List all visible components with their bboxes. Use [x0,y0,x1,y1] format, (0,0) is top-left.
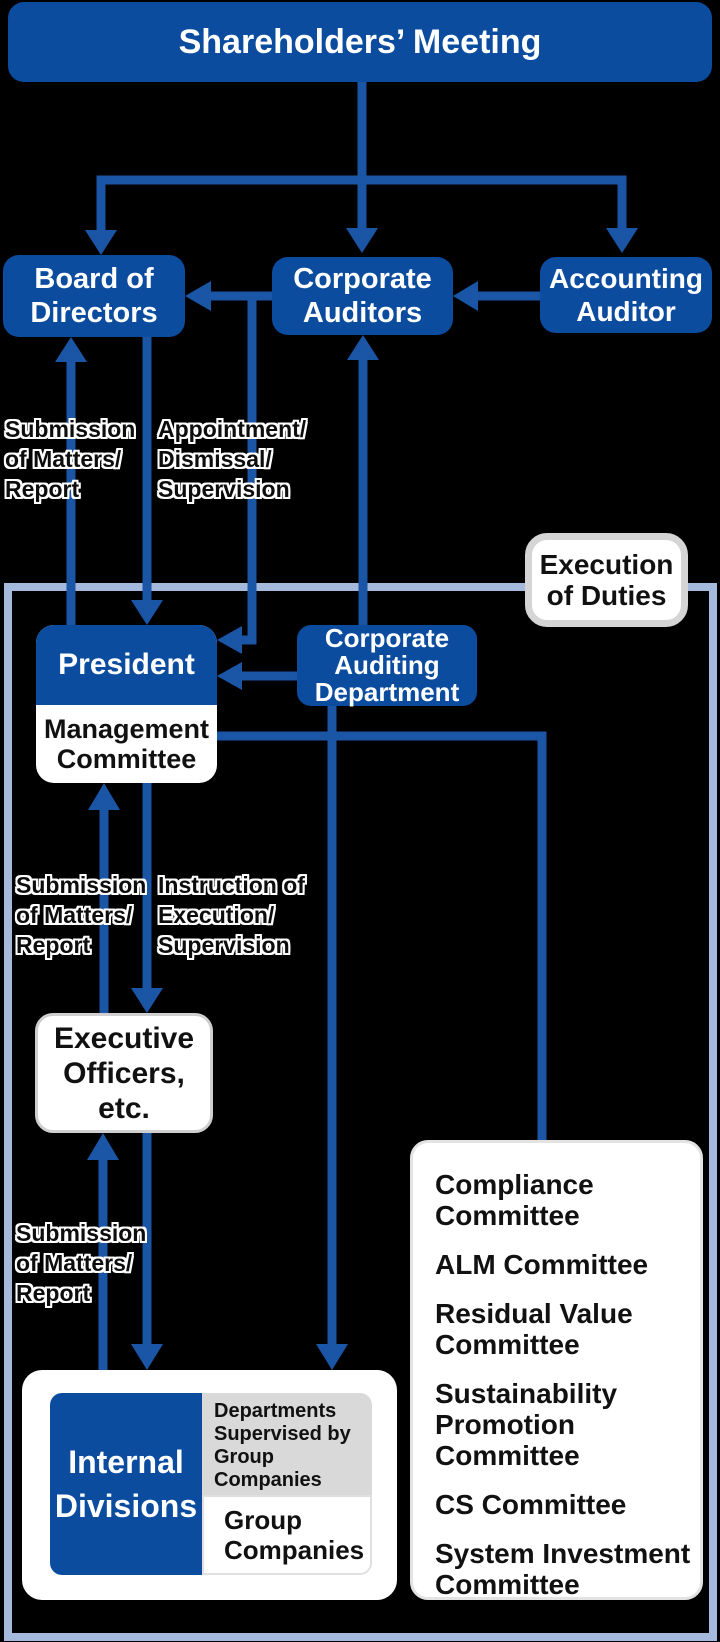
label-line: Submission [5,416,136,442]
arrowhead-down-into-divisions-left [131,1344,163,1370]
departments-supervised-box: Departments Supervised by Group Companie… [202,1393,372,1495]
arrowhead-into-accounting-auditor-top [606,228,638,253]
internal-divisions-line1: Internal [68,1444,184,1480]
board-label-line2: Directors [30,297,158,329]
committee-item: Compliance Committee [435,1169,594,1231]
corporate-auditors-box: Corporate Auditors [272,257,453,335]
label-line: Dismissal/ [158,446,272,472]
label-line: Supervision [158,476,290,502]
management-committee-line1: Management [43,714,210,744]
group-companies-line2: Companies [224,1535,365,1565]
accounting-auditor-line2: Auditor [576,296,676,327]
label-submission-of-matters-2: Submission of Matters/ Report [16,870,146,960]
management-committee-line2: Committee [56,744,197,774]
board-of-directors-box: Board of Directors [3,255,185,337]
departments-supervised-line2: Supervised by [214,1423,351,1445]
departments-supervised-line4: Companies [214,1469,322,1491]
president-section: President [36,625,217,705]
arrowhead-down-into-divisions-right [316,1344,348,1370]
committee-item: ALM Committee [435,1249,649,1280]
execution-of-duties-line2: of Duties [546,580,667,611]
label-line: Report [16,1280,91,1306]
executive-officers-box: Executive Officers, etc. [35,1013,213,1133]
label-line: Report [5,476,80,502]
execution-of-duties-line1: Execution [539,549,674,580]
accounting-auditor-line1: Accounting [549,263,703,294]
board-label-line1: Board of [34,263,154,295]
arrowhead-into-board-right [185,281,211,311]
departments-supervised-line3: Group [214,1446,274,1468]
label-line: Submission [16,872,147,898]
departments-supervised-line1: Departments [214,1400,337,1422]
arrowhead-into-corporate-auditors-top [346,228,378,253]
arrowhead-into-president-right-upper [217,626,242,654]
arrowhead-down-into-president-top [131,600,163,625]
internal-divisions-line2: Divisions [54,1488,198,1524]
arrowhead-into-corporate-auditors-right [453,281,478,311]
committee-item: Residual Value Committee [435,1298,633,1360]
president-label: President [58,648,195,681]
accounting-auditor-box: Accounting Auditor [540,257,712,333]
line-board-branch-to-president [241,294,257,645]
internal-divisions-box: Internal Divisions [50,1393,202,1575]
shareholders-meeting-label: Shareholders’ Meeting [178,22,542,61]
committee-item: System Investment Committee [435,1538,691,1600]
arrowhead-up-into-eo-bottom [87,1133,119,1160]
label-line: Submission [16,1220,147,1246]
executive-officers-line3: etc. [98,1091,150,1125]
label-line: Appointment/ [158,416,307,442]
arrowhead-into-president-right-lower [217,662,242,690]
line-management-to-committees [217,731,547,1140]
label-line: Execution/ [158,902,275,928]
arrowhead-down-into-eo-top [131,988,163,1013]
executive-officers-line2: Officers, [63,1056,185,1090]
label-instruction-of-execution: Instruction of Execution/ Supervision [158,870,305,960]
corporate-auditors-line1: Corporate [293,263,432,295]
management-committee-section: Management Committee [36,705,217,783]
committee-item: CS Committee [435,1489,627,1520]
label-appointment-dismissal: Appointment/ Dismissal/ Supervision [158,414,306,504]
president-management-box: President Management Committee [36,625,217,783]
arrowhead-into-board-top [85,230,117,255]
label-submission-of-matters-3: Submission of Matters/ Report [16,1218,146,1308]
cad-line3: Department [314,677,460,707]
label-line: Supervision [158,932,290,958]
label-line: of Matters/ [16,1250,133,1276]
label-submission-of-matters-1: Submission of Matters/ Report [5,414,135,504]
execution-of-duties-box: Execution of Duties [525,533,688,627]
committees-box: Compliance Committee ALM Committee Resid… [410,1140,703,1600]
label-line: of Matters/ [5,446,122,472]
label-line: Report [16,932,91,958]
executive-officers-line1: Executive [53,1021,195,1055]
corporate-auditors-line2: Auditors [302,297,423,329]
group-companies-line1: Group [224,1505,302,1535]
arrowhead-up-into-corporate-auditors-bottom [347,335,379,360]
corporate-auditing-department-box: Corporate Auditing Department [297,625,477,706]
label-line: Instruction of [158,872,305,898]
cad-line2: Auditing [334,650,440,680]
internal-divisions-container: Internal Divisions Departments Supervise… [22,1370,397,1600]
label-line: of Matters/ [16,902,133,928]
shareholders-meeting-box: Shareholders’ Meeting [8,2,712,82]
group-companies-box: Group Companies [202,1495,372,1575]
cad-line1: Corporate [324,623,450,653]
arrowhead-up-into-management-bottom [88,783,120,810]
committee-item: Sustainability Promotion Committee [435,1378,618,1471]
arrowhead-up-into-board-bottom [55,337,87,362]
